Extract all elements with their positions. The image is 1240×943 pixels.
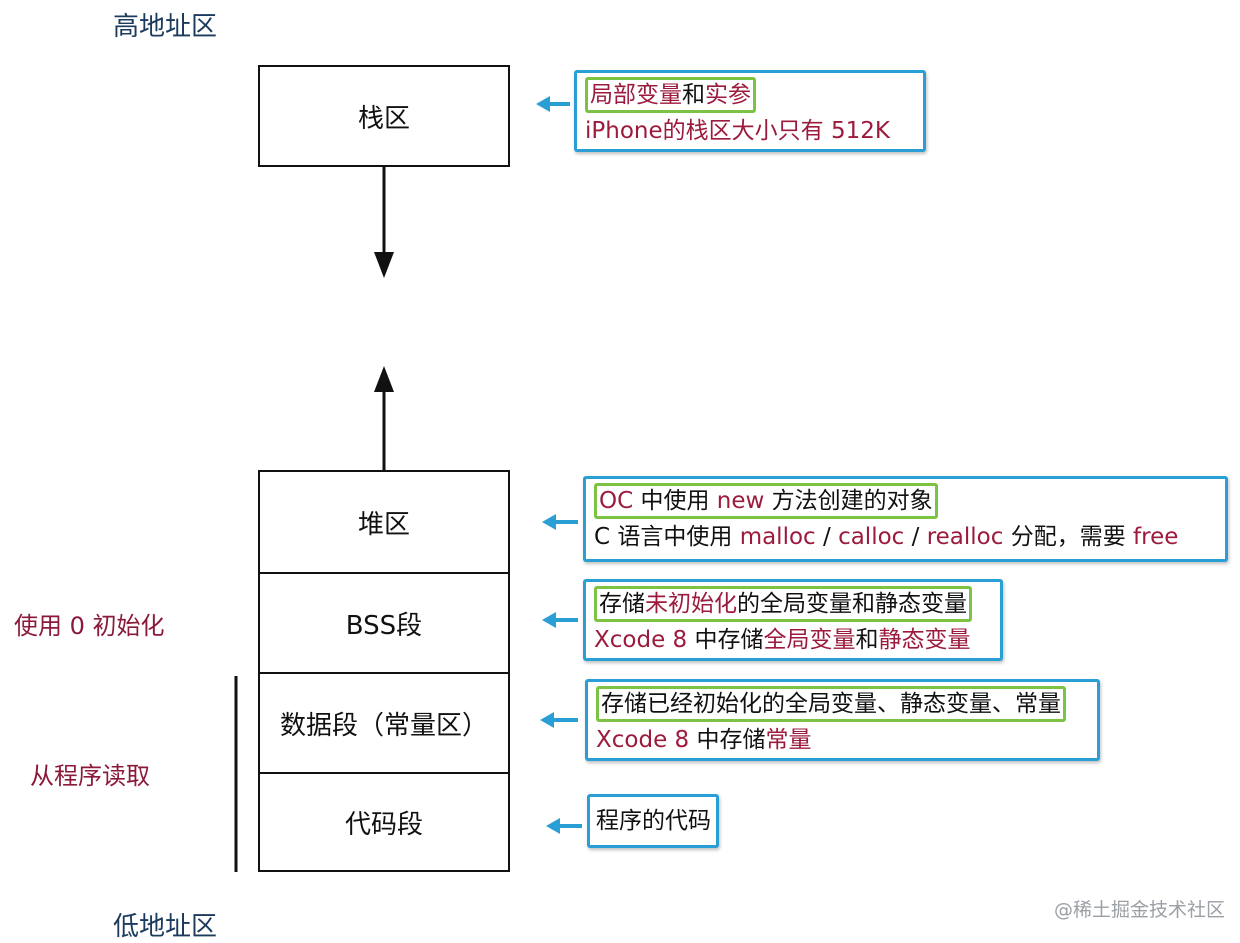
- heap-note-text2: 方法创建的对象: [764, 488, 933, 514]
- heap-note-sep1: /: [815, 524, 839, 550]
- bss-note: 存储未初始化的全局变量和静态变量 Xcode 8 中存储全局变量和静态变量: [583, 579, 1003, 661]
- heap-note: OC 中使用 new 方法创建的对象 C 语言中使用 malloc / call…: [583, 476, 1228, 562]
- heap-note-realloc: realloc: [926, 524, 1004, 550]
- bss-note-global: 全局变量: [763, 627, 856, 653]
- heap-note-text3: 分配，需要: [1003, 524, 1134, 550]
- watermark: @稀土掘金技术社区: [1054, 899, 1226, 921]
- stack-note-local-vars: 局部变量: [590, 82, 682, 108]
- heap-growth-arrow: [374, 366, 394, 470]
- code-note: 程序的代码: [587, 794, 719, 848]
- high-address-label: 高地址区: [113, 12, 218, 42]
- heap-note-free: free: [1133, 524, 1179, 550]
- bss-note-highlight: 存储未初始化的全局变量和静态变量: [594, 586, 972, 622]
- read-from-program-label: 从程序读取: [30, 762, 150, 790]
- data-segment-label: 数据段（常量区）: [279, 710, 488, 741]
- data-note-const: 常量: [765, 727, 812, 753]
- code-pointer-icon: [546, 818, 582, 834]
- data-note-store: 中存储: [689, 727, 766, 753]
- heap-note-c-text: C 语言中使用: [594, 524, 740, 550]
- code-segment: 代码段: [258, 772, 510, 872]
- stack-note: 局部变量和实参 iPhone的栈区大小只有 512K: [574, 70, 926, 152]
- low-address-label: 低地址区: [113, 912, 218, 942]
- stack-note-highlight: 局部变量和实参: [585, 77, 756, 113]
- heap-note-oc: OC: [599, 488, 634, 514]
- zero-init-label: 使用 0 初始化: [14, 612, 165, 640]
- bss-note-xcode: Xcode 8: [594, 627, 688, 653]
- bss-pointer-icon: [542, 612, 578, 628]
- bss-note-and: 和: [855, 627, 879, 653]
- bss-segment: BSS段: [258, 572, 510, 674]
- bss-note-rest: 的全局变量和静态变量: [737, 591, 967, 617]
- bss-note-store2: 中存储: [687, 627, 764, 653]
- data-pointer-icon: [540, 712, 578, 728]
- stack-note-params: 实参: [705, 82, 751, 108]
- heap-note-sep2: /: [904, 524, 927, 550]
- code-note-text: 程序的代码: [596, 808, 711, 834]
- data-note-highlight: 存储已经初始化的全局变量、静态变量、常量: [596, 686, 1066, 722]
- heap-note-text1: 中使用: [633, 488, 717, 514]
- code-segment-label: 代码段: [344, 809, 423, 840]
- heap-segment: 堆区: [258, 470, 510, 574]
- data-segment: 数据段（常量区）: [258, 672, 510, 774]
- stack-pointer-icon: [536, 96, 570, 112]
- bss-note-uninit: 未初始化: [645, 591, 737, 617]
- heap-note-calloc: calloc: [838, 524, 905, 550]
- heap-note-new: new: [716, 488, 765, 514]
- heap-segment-label: 堆区: [357, 509, 410, 540]
- data-note: 存储已经初始化的全局变量、静态变量、常量 Xcode 8 中存储常量: [585, 679, 1100, 761]
- stack-segment: 栈区: [258, 65, 510, 167]
- bss-note-store: 存储: [599, 591, 645, 617]
- stack-segment-label: 栈区: [357, 103, 410, 134]
- bss-note-static: 静态变量: [878, 627, 971, 653]
- bss-segment-label: BSS段: [345, 610, 423, 641]
- stack-growth-arrow: [374, 166, 394, 278]
- data-note-xcode: Xcode 8: [596, 727, 690, 753]
- heap-note-malloc: malloc: [739, 524, 816, 550]
- heap-note-highlight: OC 中使用 new 方法创建的对象: [594, 483, 938, 519]
- stack-note-size: iPhone的栈区大小只有 512K: [585, 118, 890, 144]
- heap-pointer-icon: [542, 514, 578, 530]
- stack-note-and: 和: [682, 82, 705, 108]
